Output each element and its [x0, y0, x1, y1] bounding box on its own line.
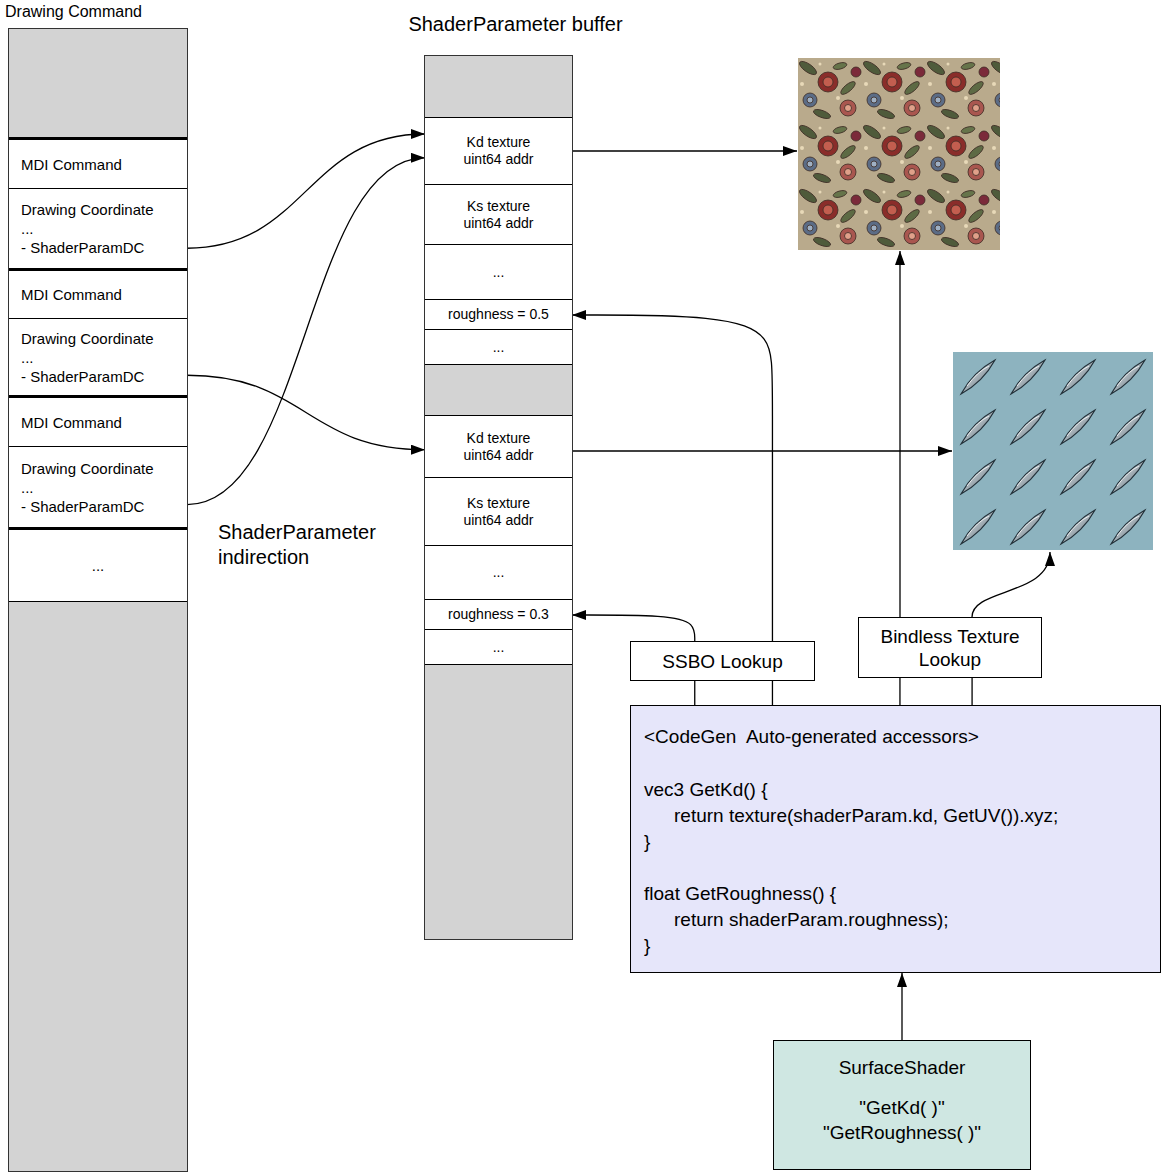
cell-text: roughness = 0.5: [448, 306, 549, 323]
cell-text: ...: [493, 339, 505, 356]
buffer-cell: Drawing Coordinate...- ShaderParamDC: [9, 189, 187, 268]
cell-text: ...: [21, 478, 34, 497]
cell-text: Drawing Coordinate: [21, 200, 154, 219]
code-line: "GetRoughness( )": [774, 1120, 1030, 1145]
cell-text: ...: [92, 556, 105, 575]
buffer-column: ShaderParameter bufferKd texture uint64 …: [424, 55, 573, 940]
connector: [187, 375, 425, 449]
connector: [572, 315, 772, 641]
buffer-cell: MDI Command: [9, 268, 187, 319]
cell-text: Kd texture uint64 addr: [449, 430, 549, 464]
buffer-cell: Drawing Coordinate...- ShaderParamDC: [9, 319, 187, 395]
code-line: vec3 GetKd() {: [644, 777, 1160, 803]
cell-text: - ShaderParamDC: [21, 367, 144, 386]
cell-text: Ks texture uint64 addr: [449, 198, 549, 232]
cell-text: - ShaderParamDC: [21, 238, 144, 257]
code-line: }: [644, 933, 1160, 959]
texture-arrow: [972, 552, 1050, 617]
connector: [899, 678, 900, 705]
buffer-cell: Ks texture uint64 addr: [425, 185, 572, 245]
buffer-cell: ...: [425, 330, 572, 365]
connector: [187, 158, 425, 505]
texture-arrow: [899, 251, 900, 617]
code-line: SurfaceShader: [774, 1055, 1030, 1080]
cell-text: MDI Command: [21, 155, 122, 174]
lookup-box: SSBO Lookup: [630, 641, 815, 681]
lookup-box: Bindless Texture Lookup: [858, 617, 1042, 678]
cell-text: MDI Command: [21, 285, 122, 304]
metal-texture: [953, 352, 1153, 550]
cell-text: Kd texture uint64 addr: [449, 134, 549, 168]
texture-arrow: [573, 150, 797, 151]
connector: [901, 973, 902, 1040]
cell-text: ...: [493, 564, 505, 581]
connector: [971, 678, 972, 705]
buffer-cell: MDI Command: [9, 395, 187, 447]
cell-text: MDI Command: [21, 413, 122, 432]
cell-text: Bindless Texture Lookup: [870, 625, 1030, 671]
buffer-cell: ...: [425, 245, 572, 300]
code-box: SurfaceShader "GetKd( )""GetRoughness( )": [773, 1040, 1031, 1170]
cell-text: Ks texture uint64 addr: [449, 495, 549, 529]
code-line: "GetKd( )": [774, 1095, 1030, 1120]
code-line: }: [644, 829, 1160, 855]
code-box: <CodeGen Auto-generated accessors> vec3 G…: [630, 705, 1161, 973]
connector: [772, 681, 773, 705]
connector: [187, 134, 425, 248]
buffer-cell: MDI Command: [9, 137, 187, 189]
cell-text: roughness = 0.3: [448, 606, 549, 623]
buffer-column: Drawing CommandMDI CommandDrawing Coordi…: [8, 28, 188, 1172]
buffer-cell: Ks texture uint64 addr: [425, 478, 572, 546]
cell-text: Drawing Coordinate: [21, 459, 154, 478]
code-line: return texture(shaderParam.kd, GetUV()).…: [644, 803, 1160, 829]
buffer-cell: roughness = 0.3: [425, 600, 572, 630]
buffer-cell: Kd texture uint64 addr: [425, 415, 572, 478]
buffer-cell: Drawing Coordinate...- ShaderParamDC: [9, 447, 187, 527]
buffer-cell: Kd texture uint64 addr: [425, 117, 572, 185]
buffer-cell: ...: [425, 630, 572, 665]
cell-text: ...: [21, 219, 34, 238]
code-line: float GetRoughness() {: [644, 881, 1160, 907]
cell-text: Drawing Coordinate: [21, 329, 154, 348]
buffer-cell: roughness = 0.5: [425, 300, 572, 330]
texture-arrow: [573, 450, 952, 451]
cell-text: - ShaderParamDC: [21, 497, 144, 516]
code-line: <CodeGen Auto-generated accessors>: [644, 724, 1160, 750]
floral-texture: [798, 58, 1000, 250]
code-line: return shaderParam.roughness);: [644, 907, 1160, 933]
buffer-cell: ...: [9, 527, 187, 602]
buffer-cell: ...: [425, 546, 572, 600]
cell-text: ...: [21, 348, 34, 367]
cell-text: ...: [493, 264, 505, 281]
cell-text: SSBO Lookup: [662, 650, 782, 673]
indirection-label: ShaderParameter indirection: [218, 520, 418, 570]
connector: [694, 681, 695, 705]
column-heading: Drawing Command: [5, 2, 183, 22]
column-heading: ShaderParameter buffer: [408, 12, 622, 36]
connector: [572, 615, 695, 641]
cell-text: ...: [493, 639, 505, 656]
